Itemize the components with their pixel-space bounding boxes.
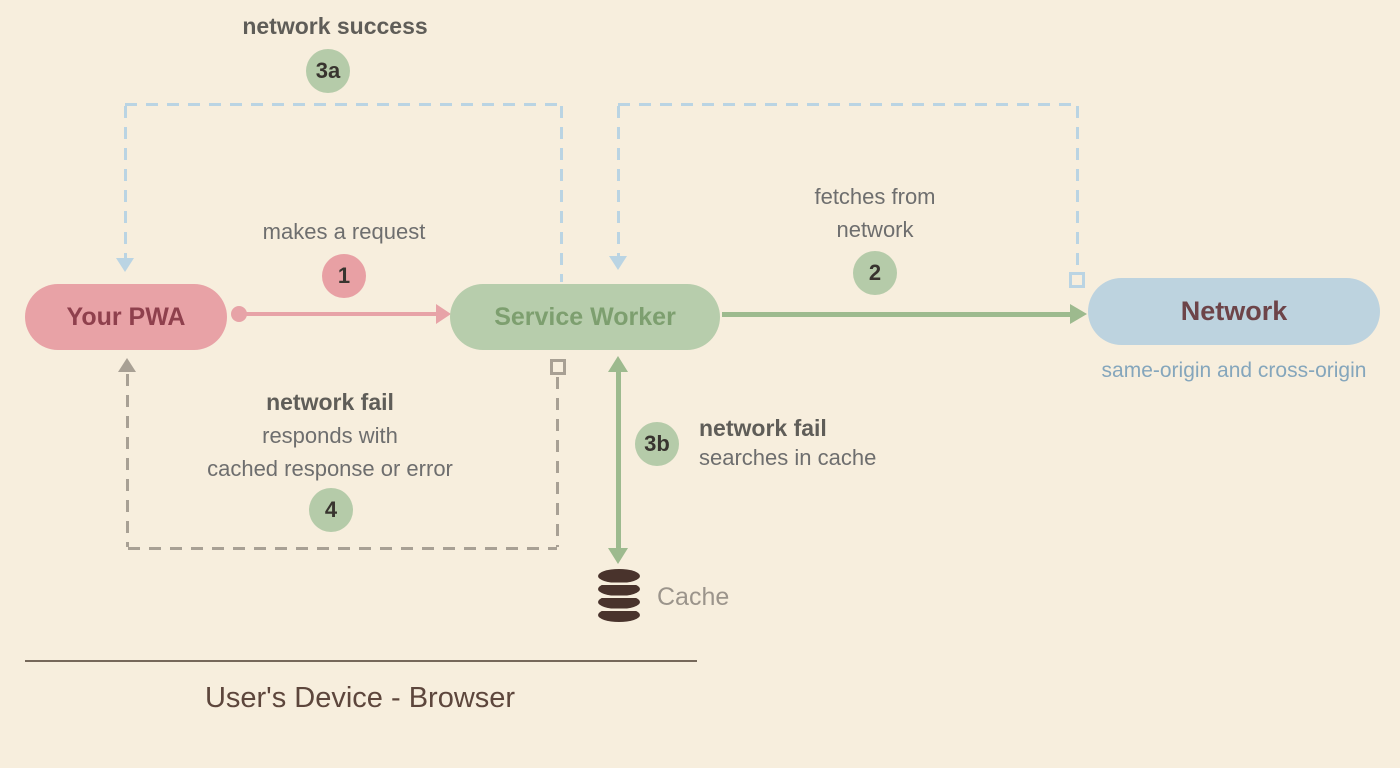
responds-with-label: responds with: [262, 423, 398, 448]
database-icon: [598, 569, 640, 622]
fail-path-right-segment: [556, 377, 559, 547]
step-3b-badge: 3b: [635, 422, 679, 466]
step-2-badge: 2: [853, 251, 897, 295]
cache-arrowhead-down-icon: [608, 548, 628, 564]
pwa-node-label: Your PWA: [66, 302, 186, 331]
network-connector-square-icon: [1069, 272, 1085, 288]
request-arrow-start-dot-icon: [231, 306, 247, 322]
step-4-label-block: network fail responds with cached respon…: [170, 386, 490, 485]
network-response-left-segment: [617, 106, 620, 256]
network-success-label: network success: [242, 13, 428, 39]
footer-divider: [25, 660, 697, 662]
fetches-line-1: fetches from: [814, 184, 936, 209]
network-subtitle: same-origin and cross-origin: [1101, 359, 1367, 382]
network-fail-label-4: network fail: [266, 389, 394, 415]
pwa-node: Your PWA: [25, 284, 227, 350]
fail-path-bottom-segment: [128, 547, 557, 550]
step-3b-label-block: network fail searches in cache: [699, 414, 876, 472]
arrowhead-into-pwa-icon: [116, 258, 134, 272]
success-path-right-segment: [560, 106, 563, 282]
fetches-from-network-label: fetches from network: [775, 180, 975, 246]
footer-label: User's Device - Browser: [204, 682, 516, 714]
makes-a-request-label: makes a request: [262, 219, 426, 244]
request-arrow-line: [244, 312, 438, 316]
service-worker-node-label: Service Worker: [494, 302, 676, 331]
network-node: Network: [1088, 278, 1380, 345]
network-response-top-segment: [618, 103, 1079, 106]
success-path-top-segment: [125, 103, 562, 106]
cache-label: Cache: [657, 583, 730, 611]
step-4-badge: 4: [309, 488, 353, 532]
fetches-line-2: network: [836, 217, 914, 242]
cache-arrowhead-up-icon: [608, 356, 628, 372]
cache-arrow-line: [616, 372, 621, 548]
arrowhead-into-service-worker-icon: [609, 256, 627, 270]
step-3a-badge: 3a: [306, 49, 350, 93]
network-fail-label-3b: network fail: [699, 415, 827, 441]
network-response-right-segment: [1076, 106, 1079, 272]
arrowhead-up-into-pwa-icon: [118, 358, 136, 372]
service-worker-connector-square-icon: [550, 359, 566, 375]
step-1-badge: 1: [322, 254, 366, 298]
fetch-arrow-line: [722, 312, 1072, 317]
searches-in-cache-label: searches in cache: [699, 445, 877, 470]
request-arrowhead-icon: [436, 304, 451, 324]
success-path-left-segment: [124, 106, 127, 258]
service-worker-node: Service Worker: [450, 284, 720, 350]
cached-response-label: cached response or error: [207, 456, 453, 481]
fetch-arrowhead-icon: [1070, 304, 1087, 324]
fail-path-left-segment: [126, 374, 129, 547]
network-node-label: Network: [1180, 296, 1288, 326]
